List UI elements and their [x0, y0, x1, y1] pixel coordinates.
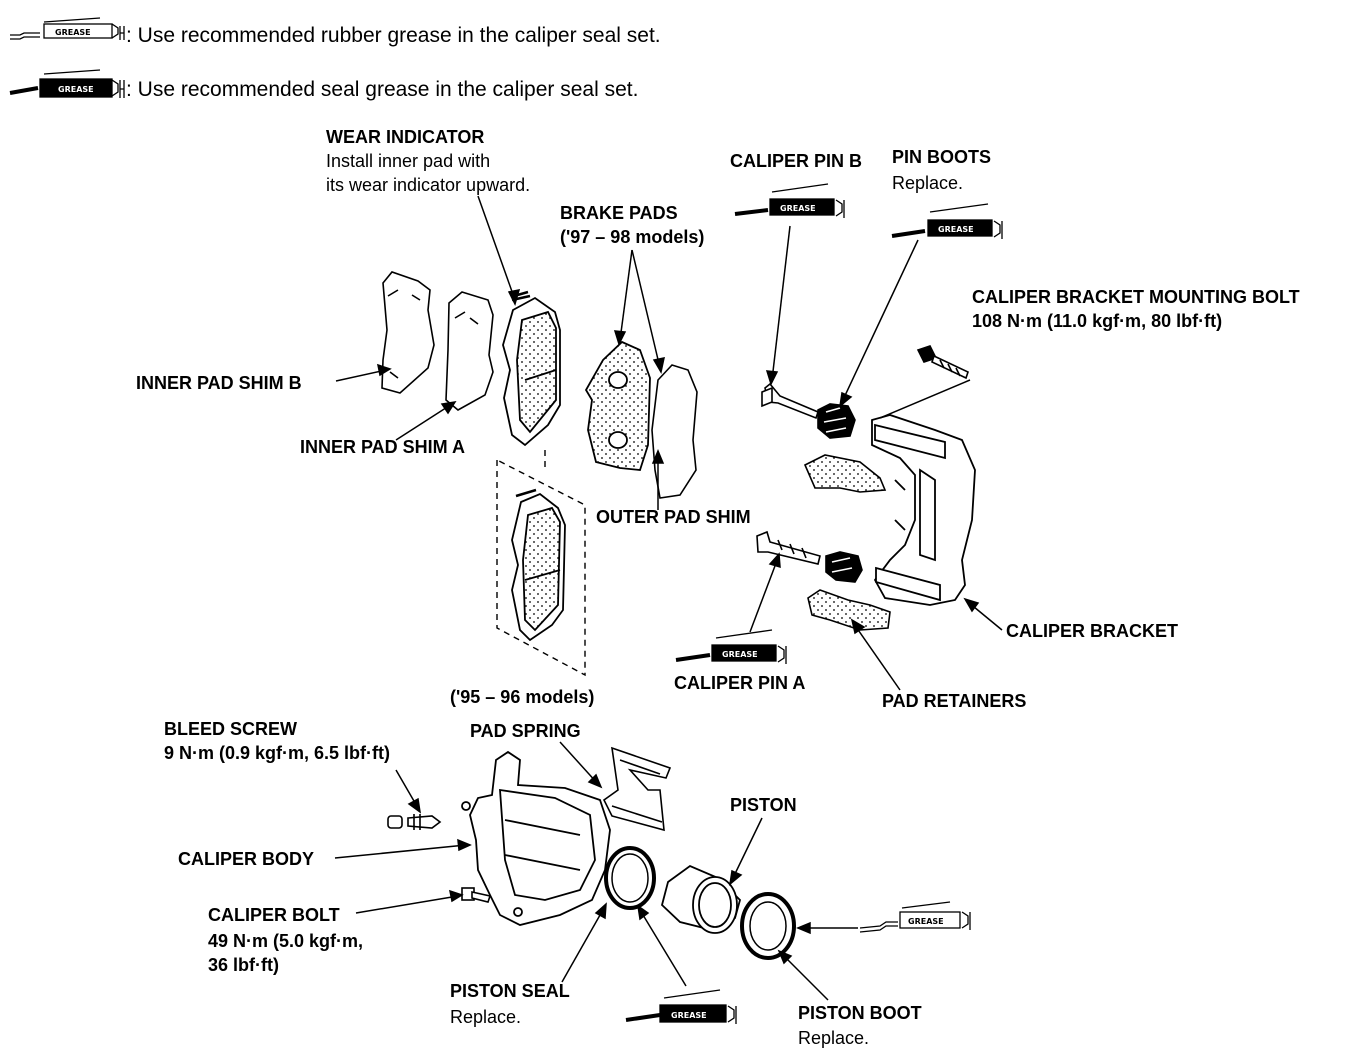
pad-spring-label: PAD SPRING — [470, 721, 581, 741]
caliper-bracket-label: CALIPER BRACKET — [1006, 621, 1179, 641]
pad-95-96 — [511, 488, 566, 642]
grease-tube-piston-seal-icon: GREASE — [625, 989, 737, 1024]
grease-tube-pin-b-icon: GREASE — [734, 183, 845, 218]
legend-seal-grease-text: : Use recommended seal grease in the cal… — [126, 78, 639, 101]
inner-pad-shim-b — [381, 271, 435, 394]
svg-text:GREASE: GREASE — [671, 1011, 707, 1020]
dashed-outline-95-96 — [496, 450, 586, 677]
pin-boots-note: Replace. — [892, 173, 964, 193]
caliper-bolt-part — [461, 887, 492, 903]
seal-tube-text: GREASE — [58, 85, 94, 94]
inner-brake-pad — [502, 290, 561, 447]
piston-seal-part — [604, 846, 656, 910]
bracket-bolt-title: CALIPER BRACKET MOUNTING BOLT — [972, 287, 1300, 307]
pin-boot-upper — [817, 403, 856, 439]
seal-grease-tube-icon: GREASE — [9, 69, 125, 98]
bracket-mounting-bolt — [916, 345, 969, 380]
piston-label: PISTON — [730, 795, 797, 815]
grease-tube-pin-boots-icon: GREASE — [891, 203, 1003, 239]
rubber-grease-tube-icon: GREASE — [10, 17, 125, 40]
piston-seal-title: PISTON SEAL — [450, 981, 570, 1001]
piston-boot-title: PISTON BOOT — [798, 1003, 922, 1023]
outer-pad-shim — [651, 364, 698, 499]
grease-tube-piston-boot-icon: GREASE — [859, 901, 971, 933]
caliper-pin-b-part — [761, 382, 819, 420]
bleed-screw-torque: 9 N·m (0.9 kgf·m, 6.5 lbf·ft) — [164, 743, 391, 763]
inner-pad-shim-a-label: INNER PAD SHIM A — [300, 437, 466, 457]
svg-text:GREASE: GREASE — [938, 225, 974, 234]
grease-tube-pin-a-icon: GREASE — [675, 629, 787, 664]
rubber-tube-text: GREASE — [55, 28, 91, 37]
caliper-pin-a-part — [756, 530, 821, 565]
pin-boot-lower — [825, 551, 863, 583]
bracket-bolt-torque: 108 N·m (11.0 kgf·m, 80 lbf·ft) — [972, 311, 1223, 331]
brake-pads-models: ('97 – 98 models) — [560, 227, 705, 247]
svg-text:GREASE: GREASE — [722, 650, 758, 659]
caliper-bolt-title: CALIPER BOLT — [208, 905, 340, 925]
lower-pad-retainer — [807, 589, 891, 631]
wear-indicator-line1: Install inner pad with — [326, 151, 491, 171]
piston-part — [660, 864, 742, 934]
wear-indicator-title: WEAR INDICATOR — [326, 127, 485, 147]
caliper-bolt-torque2: 36 lbf·ft) — [208, 955, 279, 975]
caliper-body-part — [461, 750, 611, 926]
caliper-pin-b-label: CALIPER PIN B — [730, 151, 863, 171]
inner-pad-shim-a — [445, 291, 494, 411]
wear-indicator-line2: its wear indicator upward. — [326, 175, 531, 195]
caliper-bolt-torque1: 49 N·m (5.0 kgf·m, — [208, 931, 364, 951]
pad-retainers-label: PAD RETAINERS — [882, 691, 1027, 711]
bleed-screw-title: BLEED SCREW — [164, 719, 298, 739]
piston-boot-note: Replace. — [798, 1028, 870, 1048]
outer-brake-pad — [584, 340, 651, 471]
piston-seal-note: Replace. — [450, 1007, 522, 1027]
models-95-96-label: ('95 – 96 models) — [450, 687, 595, 707]
svg-text:GREASE: GREASE — [908, 917, 944, 926]
caliper-bracket-part — [871, 414, 976, 606]
piston-boot-part — [740, 892, 796, 960]
bleed-screw-part — [387, 814, 442, 830]
leader-lines — [334, 195, 1003, 1001]
caliper-pin-a-label: CALIPER PIN A — [674, 673, 806, 693]
upper-pad-retainer — [803, 454, 887, 493]
brake-pads-title: BRAKE PADS — [560, 203, 678, 223]
svg-text:GREASE: GREASE — [780, 204, 816, 213]
outer-pad-shim-label: OUTER PAD SHIM — [596, 507, 751, 527]
inner-pad-shim-b-label: INNER PAD SHIM B — [136, 373, 302, 393]
pin-boots-title: PIN BOOTS — [892, 147, 992, 167]
pad-spring-part — [602, 746, 672, 832]
legend-rubber-grease-text: : Use recommended rubber grease in the c… — [126, 24, 661, 47]
caliper-body-label: CALIPER BODY — [178, 849, 315, 869]
